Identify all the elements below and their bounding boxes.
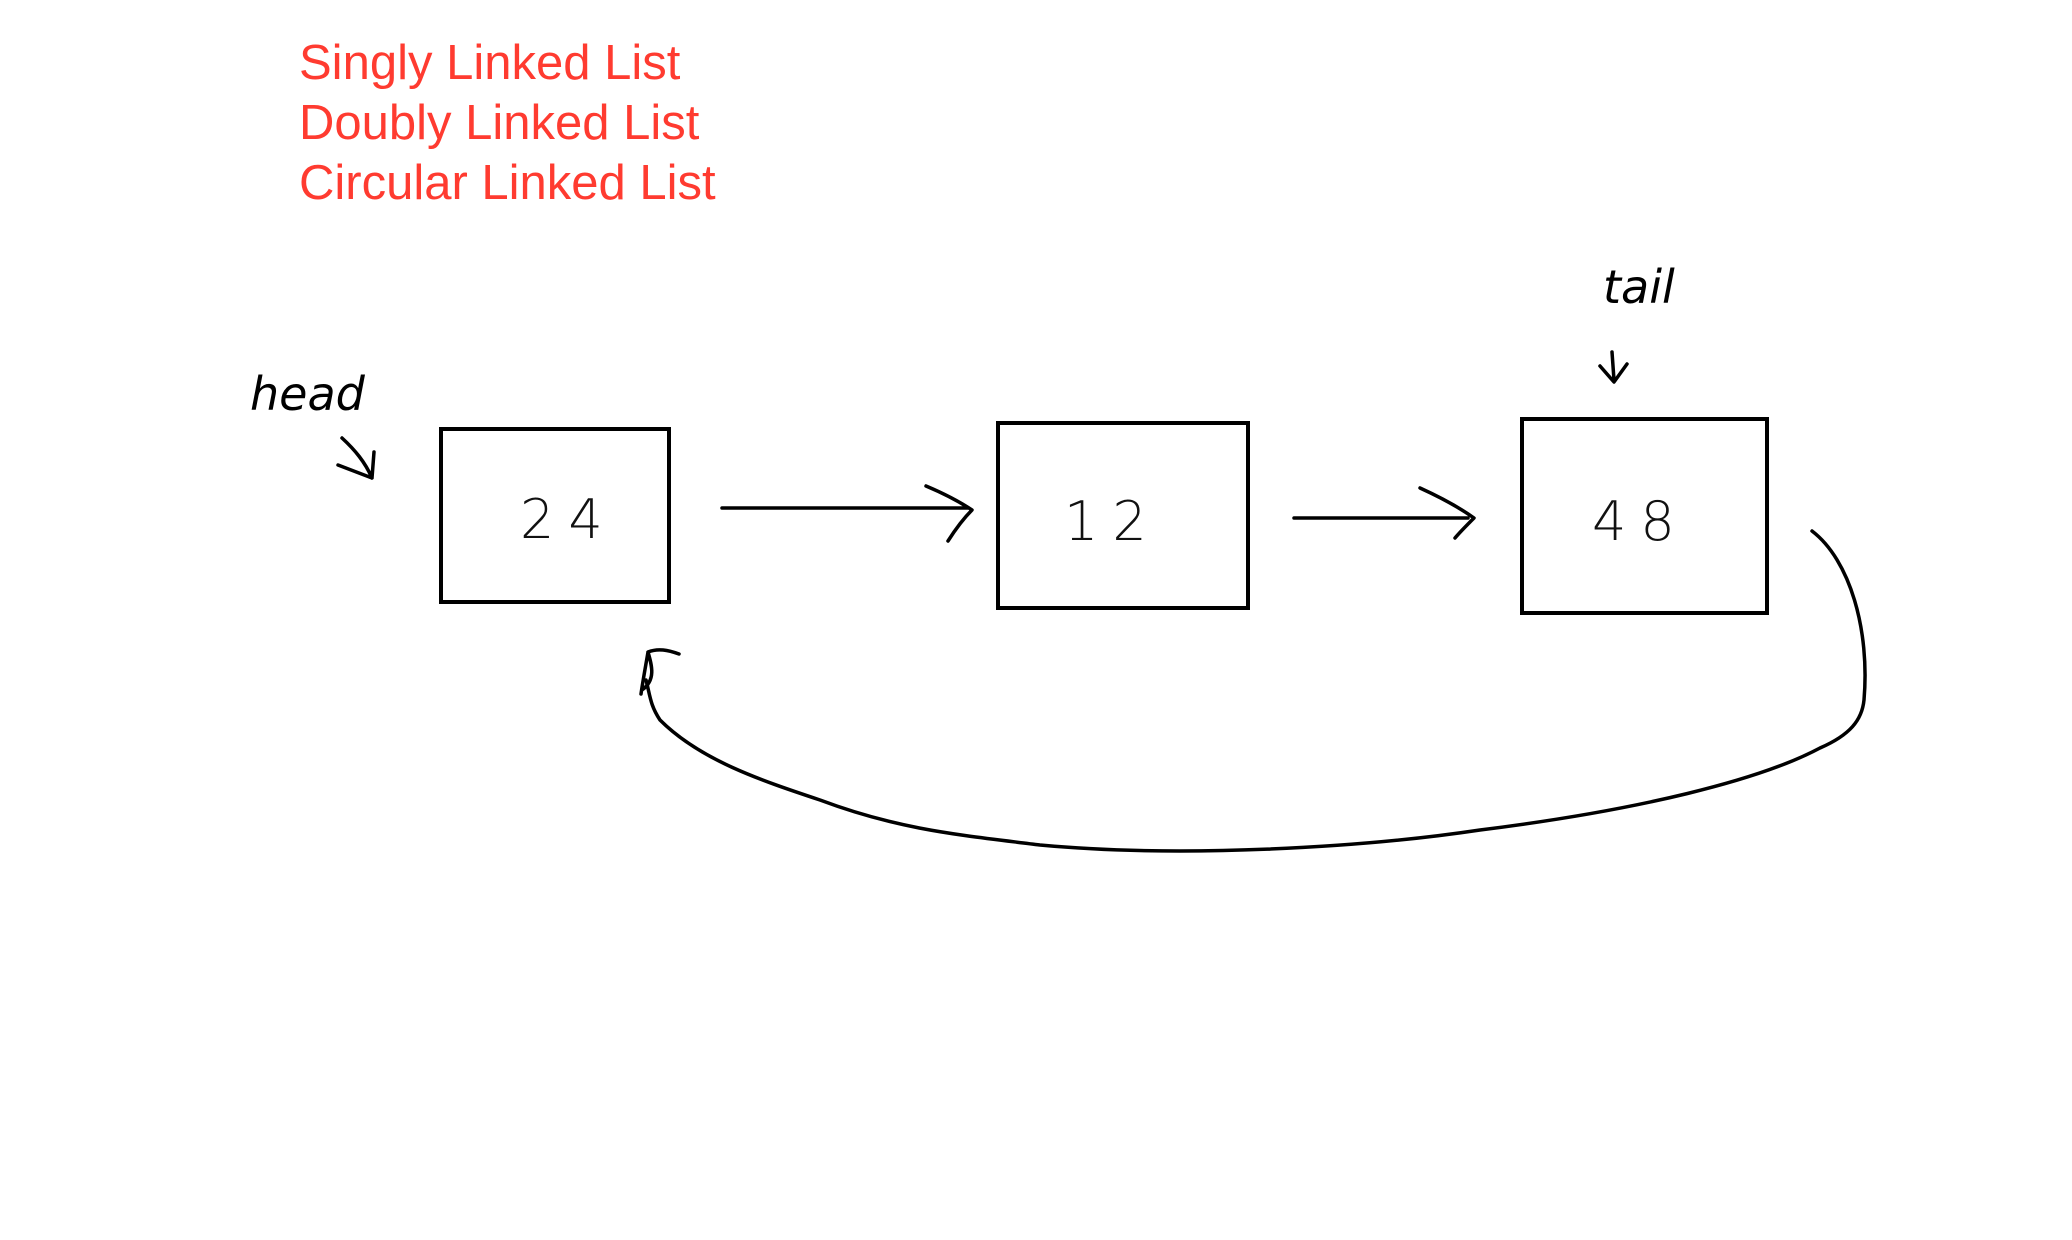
tail-arrow [1598,350,1629,384]
head-label: head [250,367,366,421]
head-arrow [336,436,376,480]
head-pointer: head [250,367,376,480]
next-arrow-24-to-12 [720,484,974,543]
next-arrow-12-to-48 [1292,486,1476,540]
node-24: 24 [439,427,671,604]
node-box [439,427,671,604]
list-type-singly: Singly Linked List [299,36,681,90]
node-48: 48 [1520,417,1769,615]
node-value: 12 [1064,490,1161,553]
node-value: 24 [520,488,617,551]
node-box [1520,417,1769,615]
tail-label: tail [1603,260,1675,314]
list-type-circular: Circular Linked List [299,156,716,210]
list-type-doubly: Doubly Linked List [299,96,700,150]
circular-return-arrowhead [639,648,681,696]
node-value: 48 [1592,490,1689,553]
tail-pointer: tail [1598,260,1675,384]
node-box [996,421,1250,610]
circular-return-arrow [644,529,1867,853]
node-12: 12 [996,421,1250,610]
